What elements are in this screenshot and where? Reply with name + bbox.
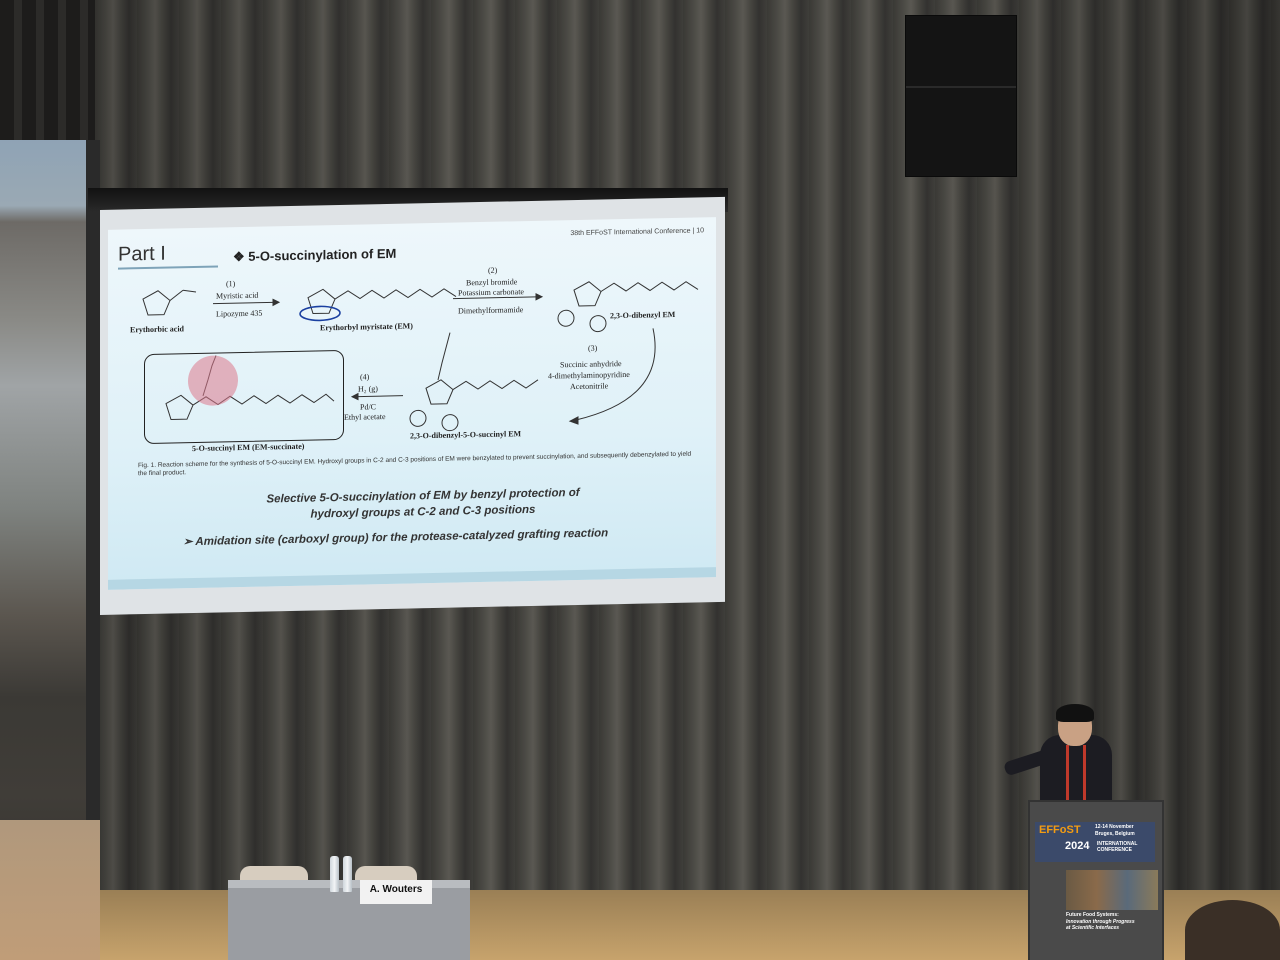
- panel-table: [228, 888, 470, 960]
- window-frame: [86, 140, 100, 960]
- projection-screen: Part I ❖ 5-O-succinylation of EM 38th EF…: [100, 196, 725, 615]
- step3-reagent2: 4-dimethylaminopyridine: [548, 369, 630, 381]
- chain-2: [334, 288, 457, 300]
- step1-catalyst: Lipozyme 435: [216, 308, 263, 319]
- arrow-2: [453, 296, 536, 300]
- ring-5: [165, 394, 194, 421]
- arrow-4: [358, 395, 403, 398]
- step4-reagent: H₂ (g): [358, 384, 378, 394]
- logo-sub: INTERNATIONAL CONFERENCE: [1097, 841, 1138, 853]
- logo-year: 2024: [1065, 840, 1090, 852]
- logo-effost: EFFoST: [1039, 824, 1081, 836]
- step4-catalyst: Pd/C: [360, 402, 377, 412]
- step4-number: (4): [360, 372, 370, 382]
- chain-4: [452, 379, 539, 391]
- ring-1: [142, 290, 171, 316]
- step3-solvent: Acetonitrile: [570, 381, 609, 392]
- ring-2: [307, 288, 336, 315]
- tagline-1: Future Food Systems:: [1066, 912, 1119, 918]
- presentation-slide: Part I ❖ 5-O-succinylation of EM 38th EF…: [108, 217, 716, 590]
- step2-solvent: Dimethylformamide: [458, 305, 524, 316]
- step1-number: (1): [226, 279, 236, 289]
- presenter-body: [1040, 735, 1112, 805]
- podium-tagline: Future Food Systems: Innovation through …: [1066, 912, 1158, 932]
- tagline-2: Innovation through Progress: [1066, 918, 1135, 925]
- succinyl-4: [437, 332, 451, 381]
- water-bottle: [330, 856, 339, 892]
- step2-number: (2): [488, 265, 498, 275]
- logo-dates: 12-14 November: [1095, 824, 1134, 830]
- loudspeaker: [905, 15, 1017, 177]
- chain-3: [600, 281, 699, 292]
- outside-floor: [0, 820, 100, 960]
- bullet-point: ➢ Amidation site (carboxyl group) for th…: [183, 527, 609, 549]
- ring-4: [425, 379, 454, 405]
- arrow-1: [213, 301, 273, 305]
- step2-reagent2: Potassium carbonate: [458, 287, 524, 298]
- step1-reagent: Myristic acid: [216, 290, 259, 301]
- audience-head: [1185, 900, 1280, 960]
- lanyard: [1066, 745, 1086, 800]
- ring-3: [573, 281, 602, 307]
- compound-2-label: Erythorbyl myristate (EM): [320, 321, 413, 333]
- tagline-3: at Scientific Interfaces: [1066, 925, 1120, 931]
- presenter-hair: [1056, 704, 1094, 722]
- podium-banner-image: [1066, 870, 1158, 910]
- arrow-3: [575, 328, 656, 421]
- step3-number: (3): [588, 343, 598, 353]
- podium-logo: EFFoST 12-14 November Bruges, Belgium 20…: [1035, 822, 1155, 862]
- compound-1-label: Erythorbic acid: [130, 324, 184, 335]
- compound-3-label: 2,3-O-dibenzyl EM: [610, 309, 676, 321]
- product-highlight-box: [144, 349, 344, 445]
- step4-solvent: Ethyl acetate: [344, 412, 386, 422]
- slide-footer-band: [108, 567, 716, 590]
- step3-reagent1: Succinic anhydride: [560, 359, 622, 370]
- logo-city: Bruges, Belgium: [1095, 831, 1135, 837]
- water-bottle: [343, 856, 352, 892]
- nameplate: A. Wouters: [360, 880, 432, 904]
- main-point: Selective 5-O-succinylation of EM by ben…: [228, 484, 618, 524]
- step2-reagent1: Benzyl bromide: [466, 277, 518, 288]
